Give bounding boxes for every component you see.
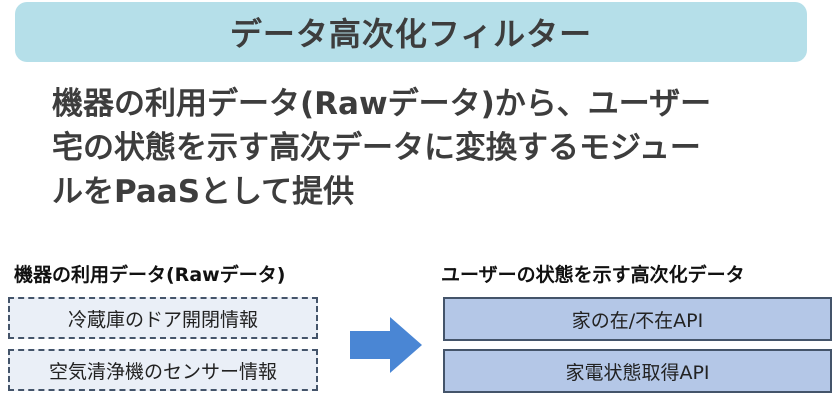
description: 機器の利用データ(Rawデータ)から、ユーザー 宅の状態を示す高次データに変換す… — [52, 82, 792, 214]
title-banner: データ高次化フィルター — [15, 2, 807, 62]
input-section-label: 機器の利用データ(Rawデータ) — [14, 264, 286, 286]
api-label: 家電状態取得API — [565, 361, 710, 384]
raw-data-label: 空気清浄機のセンサー情報 — [48, 360, 277, 383]
description-line: 機器の利用データ(Rawデータ)から、ユーザー — [52, 86, 712, 122]
right-arrow-icon — [350, 317, 422, 373]
api-box: 家電状態取得API — [443, 349, 832, 393]
description-line: 宅の状態を示す高次データに変換するモジュー — [52, 130, 701, 166]
raw-data-box: 冷蔵庫のドア開閉情報 — [8, 297, 318, 339]
raw-data-label: 冷蔵庫のドア開閉情報 — [67, 308, 258, 331]
api-label: 家の在/不在API — [571, 309, 704, 332]
description-line: ルをPaaSとして提供 — [52, 174, 355, 210]
raw-data-box: 空気清浄機のセンサー情報 — [8, 349, 318, 391]
api-box: 家の在/不在API — [443, 297, 832, 341]
output-section-label: ユーザーの状態を示す高次化データ — [441, 264, 745, 286]
right-arrow-shape — [350, 317, 422, 373]
page-title: データ高次化フィルター — [229, 15, 593, 53]
